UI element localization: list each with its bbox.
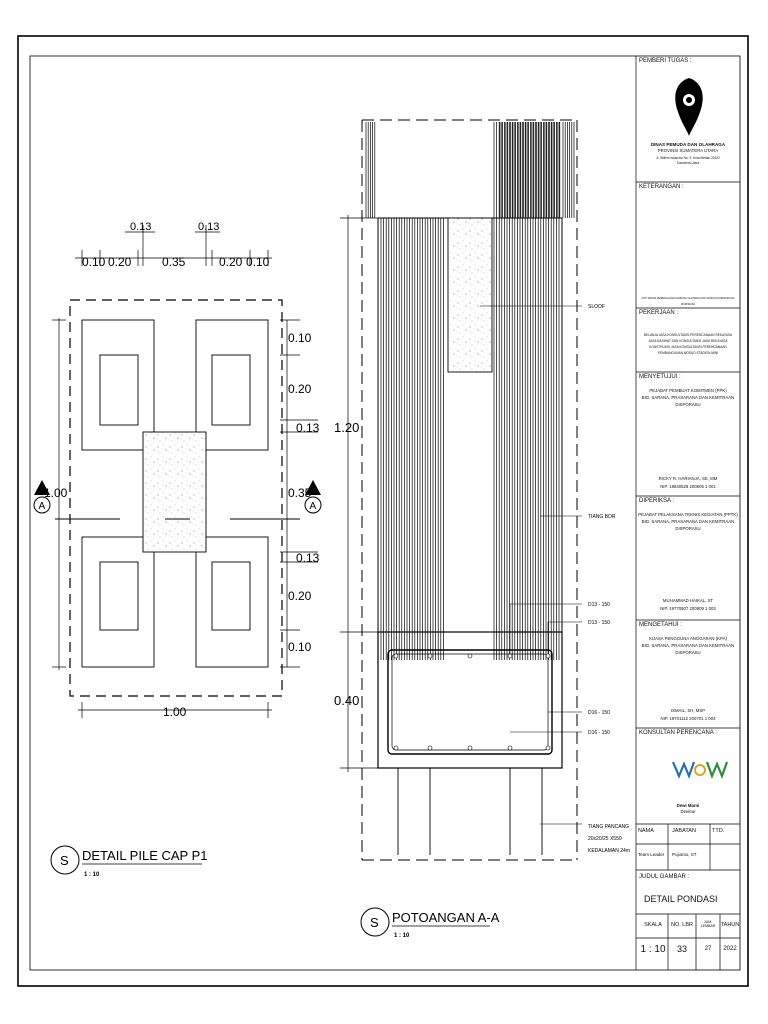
pile-note-3: KEDALAMAN 24m [588, 848, 630, 854]
pemberi-tugas-label: PEMBERI TUGAS : [639, 58, 692, 64]
dim-top-small-1: 0.13 [130, 221, 151, 233]
pekerjaan-line-4: PEMBANGUNAN MOSUD STADION MINI [657, 351, 719, 355]
keterangan-label: KETERANGAN : [639, 184, 684, 190]
diperiksa-role-1: PEJABAT PELAKSANA TEKNIS KEGIATAN (PPTK) [638, 512, 738, 517]
dim-right-2: 0.20 [288, 382, 312, 396]
dim-top-1: 0.10 [82, 255, 106, 269]
pekerjaan-line-2: JASA NASIHAT DAN KONSULTANSI JASA REKAYA… [648, 339, 728, 343]
bottom-value-skala: 1 : 10 [640, 944, 666, 955]
dim-top-2: 0.20 [108, 255, 132, 269]
dim-top-5: 0.10 [246, 255, 270, 269]
dim-right-3: 0.13 [296, 421, 320, 435]
section-marker-left: A [33, 480, 51, 514]
consultant-role: Direktur [680, 809, 696, 814]
title-block: PEMBERI TUGAS : DINAS PEMUDA DAN OLAHRAG… [636, 56, 740, 970]
svg-text:POTOANGAN A-A: POTOANGAN A-A [392, 910, 500, 925]
dim-bottom-total: 1.00 [163, 705, 187, 719]
diperiksa-nip: NIP. 19770507 200909 1 003 [660, 606, 716, 611]
bottom-value-jum-lembar: 27 [704, 946, 712, 952]
table-cell-name: Pujianto, ST [672, 852, 697, 857]
dim-top-small-2: 0.13 [198, 221, 219, 233]
mengetahui-role-3: DISPORASU [675, 650, 701, 655]
drawing-title: DETAIL PONDASI [644, 894, 718, 904]
svg-text:S: S [60, 853, 69, 868]
agency-region: Sumatera Utara [676, 161, 700, 165]
agency-name: DINAS PEMUDA DAN OLAHRAGA [650, 142, 726, 147]
dim-height-upper: 1.20 [334, 420, 359, 435]
diperiksa-label: DIPERIKSA : [639, 498, 675, 504]
pile-note-2: 20x20/25 X550 [588, 836, 622, 842]
pile-cap-title: S DETAIL PILE CAP P1 1 : 10 [50, 845, 207, 878]
table-cell-role: Team Leader [638, 852, 665, 857]
dim-top-3: 0.35 [162, 255, 186, 269]
column-rebars [365, 122, 575, 660]
label-d16-a: D16 - 150 [588, 710, 610, 716]
pile-cap-plan [52, 225, 318, 718]
label-sloof: SLOOF [588, 304, 605, 310]
pekerjaan-line-3: KONSTRUKSI JASA KONSULTANSI PERENCANAAN [649, 345, 727, 349]
dim-height-lower: 0.40 [334, 693, 359, 708]
svg-text:1 : 10: 1 : 10 [394, 933, 410, 939]
mengetahui-nip: NIP. 19701112 200701 1 004 [660, 716, 716, 721]
mengetahui-label: MENGETAHUI : [639, 622, 682, 628]
dim-top-4: 0.20 [219, 255, 243, 269]
konsultan-label: KONSULTAN PERENCANA : [639, 730, 717, 736]
agency-emblem [675, 78, 703, 136]
label-d13-a: D13 - 150 [588, 602, 610, 608]
title-block-frame [635, 56, 740, 970]
mengetahui-name: ISMAIL, SH, MSP [670, 708, 706, 713]
svg-text:A: A [39, 501, 46, 512]
label-d13-b: D13 - 150 [588, 620, 610, 626]
diperiksa-role-2: BID. SARANA, PRASARANA DAN KEMITRAAN [641, 519, 735, 524]
svg-text:1 : 10: 1 : 10 [84, 872, 100, 878]
svg-text:DETAIL PILE CAP P1: DETAIL PILE CAP P1 [82, 848, 207, 863]
consultant-name: Dewi Marni [676, 803, 700, 808]
menyetujui-role-3: DISPORASU [675, 402, 701, 407]
bottom-value-tahun: 2022 [723, 946, 737, 952]
diperiksa-name: MUHAMMAD HAIKAL, ST [662, 598, 714, 603]
dim-right-4: 0.35 [288, 486, 312, 500]
menyetujui-role-1: PEJABAT PEMBUAT KOMITMEN (PPK) [649, 388, 727, 393]
label-d16-b: D16 - 150 [588, 730, 610, 736]
bottom-value-no-lbr: 33 [676, 944, 687, 954]
dim-right-1: 0.10 [288, 331, 312, 345]
dim-right-7: 0.10 [288, 640, 312, 654]
menyetujui-label: MENYETUJUI : [639, 374, 681, 380]
table-header-ttd: TTD. [712, 828, 725, 834]
agency-province: PROVINSI SUMATERA UTARA [657, 148, 719, 153]
consultant-logo [671, 761, 729, 780]
dim-right-6: 0.20 [288, 589, 312, 603]
bottom-header-no-lbr: NO. LBR [670, 922, 693, 928]
section-title: S POTOANGAN A-A 1 : 10 [360, 907, 500, 939]
judul-label: JUDUL GAMBAR : [639, 874, 690, 880]
menyetujui-role-2: BID. SARANA, PRASARANA DAN KEMITRAAN [641, 395, 735, 400]
bottom-header-jum-lembar: JUM. LEMBAR [700, 920, 716, 928]
pekerjaan-label: PEKERJAAN : [639, 310, 679, 316]
bottom-header-skala: SKALA [644, 922, 662, 928]
mengetahui-role-2: BID. SARANA, PRASARANA DAN KEMITRAAN [641, 643, 735, 648]
pekerjaan-line-1: BELANJA JASA KONSULTANSI PERENCANAAN REK… [643, 333, 733, 337]
table-header-nama: NAMA [638, 828, 654, 834]
agency-address: Jl. Willem Iskandar No. 9, Kota Medan 20… [656, 156, 720, 160]
label-tiang-bor: TIANG BOR [588, 514, 616, 520]
menyetujui-nip: NIP. 19840529 200805 1 001 [660, 484, 716, 489]
section-marker-right: A [304, 480, 322, 514]
svg-text:S: S [370, 915, 379, 930]
section-a-a [340, 119, 582, 861]
dim-right-5: 0.13 [296, 551, 320, 565]
cap-rebar-dots [393, 653, 551, 751]
menyetujui-name: RICKY R. HARIANJA, SE, MM [658, 476, 718, 481]
mengetahui-role-1: KUASA PENGGUNA ANGGARAN (KPA) [649, 636, 727, 641]
pile-note-1: TIANG PANCANG [588, 824, 629, 830]
table-header-jabatan: JABATAN [672, 828, 696, 834]
dim-left-total: 1.00 [44, 486, 68, 500]
keterangan-text: UNIT TEKNIS PEMBANGUNAN GEDUNG OLAHRAGA … [641, 297, 735, 306]
svg-text:A: A [310, 501, 317, 512]
bottom-header-tahun: TAHUN [720, 922, 740, 928]
diperiksa-role-3: DISPORASU [675, 526, 701, 531]
